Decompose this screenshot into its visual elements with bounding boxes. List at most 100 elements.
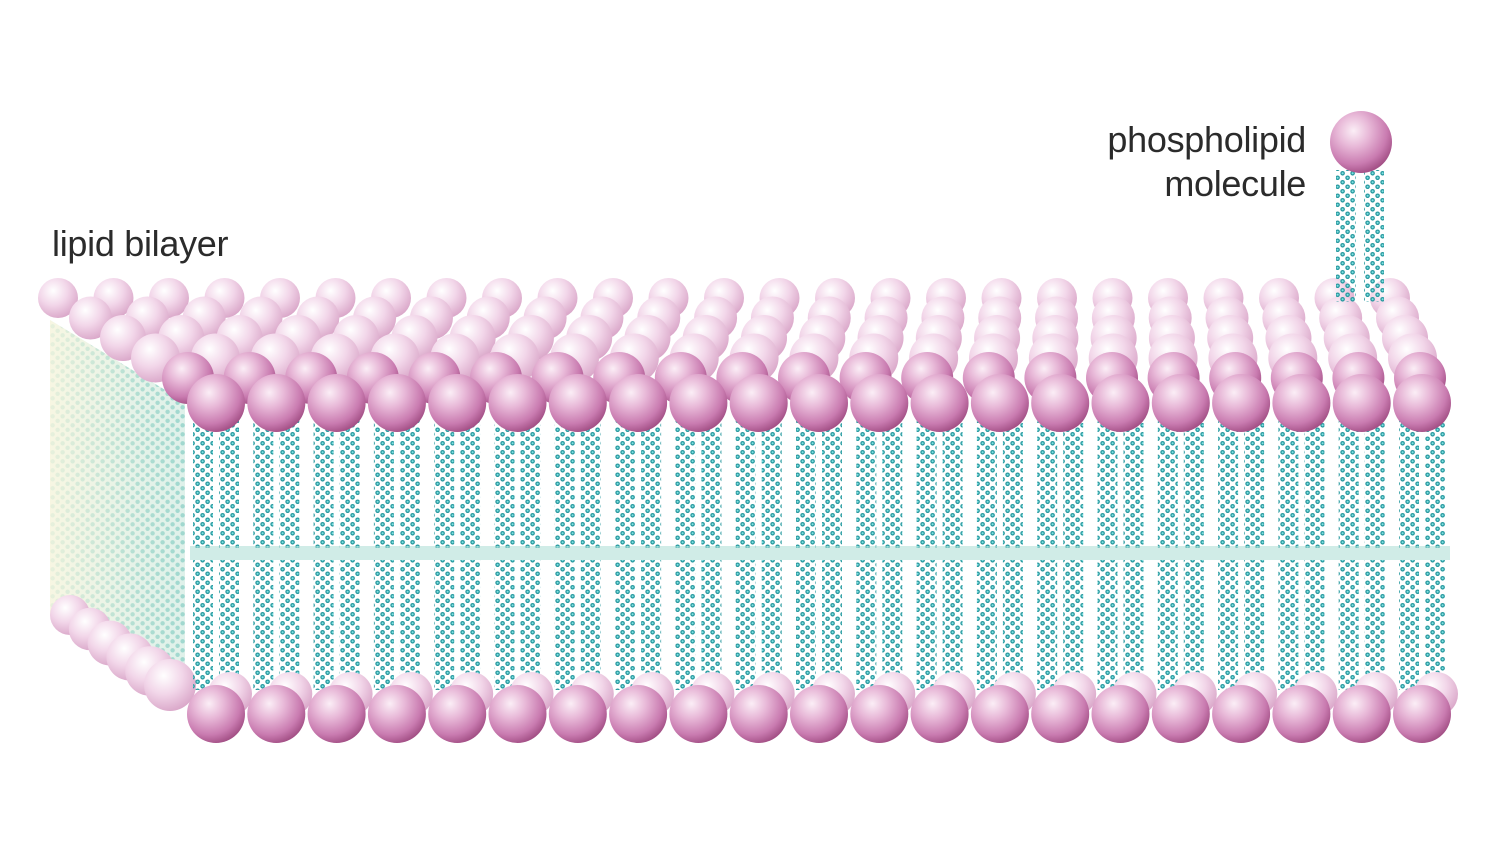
fatty-acid-tail-icon [822,420,842,548]
phosphate-head-icon [488,685,547,743]
fatty-acid-tail-icon [313,560,334,690]
phosphate-head-icon [1212,685,1271,743]
fatty-acid-tail-icon [882,560,903,690]
fatty-acid-tail-icon [796,560,816,690]
phosphate-head-icon [1031,374,1090,432]
fatty-acid-tail-icon [279,560,300,690]
phosphate-head-icon [1031,685,1090,743]
phosphate-head-icon [609,374,668,432]
fatty-acid-tail-icon [1218,560,1239,690]
phosphate-head-icon [1151,374,1210,432]
phosphate-head-icon [1212,374,1271,432]
phosphate-head-icon [790,374,848,432]
fatty-acid-tail-icon [219,420,239,548]
hydrophobic-core [190,420,1450,690]
fatty-acid-tail-icon [1097,420,1118,548]
phosphate-head-icon [609,685,668,743]
fatty-acid-tail-icon [1278,420,1299,548]
fatty-acid-tail-icon [856,420,877,548]
phosphate-head-icon [488,374,547,432]
phosphate-head-icon [910,374,969,432]
phospholipid-label-line2: molecule [1164,163,1306,204]
fatty-acid-tail-icon [942,560,963,690]
fatty-acid-tail-icon [494,420,515,548]
fatty-acid-tail-icon [1304,420,1325,548]
fatty-acid-tail-icon [615,560,636,690]
phosphate-head-icon [790,685,848,743]
fatty-acid-tail-icon [313,420,334,548]
fatty-acid-tail-icon [193,420,213,548]
fatty-acid-tail-icon [279,420,300,548]
phosphate-head-icon [247,374,306,432]
fatty-acid-tail-icon [1002,420,1023,548]
fatty-acid-tail-icon [339,420,360,548]
fatty-acid-tail-icon [1037,560,1058,690]
fatty-acid-tail-icon [1037,420,1058,548]
phosphate-head-icon [1272,685,1331,743]
phosphate-head-icon [669,685,728,743]
fatty-acid-tail-icon [701,420,722,548]
phosphate-head-icon [247,685,306,743]
phosphate-head-icon [669,374,728,432]
fatty-acid-tail-icon [882,420,903,548]
fatty-acid-tail-icon [554,560,575,690]
fatty-acid-tail-icon [916,420,937,548]
fatty-acid-tail-icon [1399,560,1419,690]
fatty-acid-tail-icon [1097,560,1118,690]
phospholipid-icon [1330,111,1392,302]
fatty-acid-tail-icon [1338,560,1359,690]
fatty-acid-tail-icon [1157,560,1178,690]
fatty-acid-tail-icon [399,420,420,548]
fatty-acid-tail-icon [460,420,481,548]
phosphate-head-icon [307,374,366,432]
fatty-acid-tail-icon [761,560,782,690]
fatty-acid-tail-icon [675,560,696,690]
fatty-acid-tail-icon [520,420,541,548]
fatty-acid-tail-icon [1338,420,1359,548]
phosphate-head-icon [38,278,78,318]
fatty-acid-tail-icon [1063,560,1084,690]
phosphate-head-icon [144,659,196,711]
fatty-acid-tail-icon [399,560,420,690]
fatty-acid-tail-icon [1425,420,1445,548]
fatty-acid-tail-icon [1364,420,1385,548]
front-bottom-heads [187,672,1458,743]
fatty-acid-tail-icon [253,420,274,548]
fatty-acid-tail-icon [1157,420,1178,548]
fatty-acid-tail-icon [580,420,601,548]
phosphate-head-icon [1272,374,1331,432]
fatty-acid-tail-icon [701,560,722,690]
fatty-acid-tail-icon [1218,420,1239,548]
phosphate-head-icon [69,296,112,340]
fatty-acid-tail-icon [641,560,662,690]
fatty-acid-tail-icon [339,560,360,690]
phosphate-head-icon [729,374,788,432]
fatty-acid-tail-icon [434,560,455,690]
fatty-acid-tail-icon [916,560,937,690]
fatty-acid-tail-icon [1183,420,1204,548]
lipid-bilayer-label: lipid bilayer [52,223,229,264]
phosphate-head-icon [428,374,487,432]
fatty-acid-tail-icon [1278,560,1299,690]
phosphate-head-icon [1332,685,1391,743]
phosphate-head-icon [1091,685,1150,743]
phosphate-head-icon [367,374,426,432]
fatty-acid-tail-icon [1304,560,1325,690]
phosphate-head-icon [970,374,1029,432]
fatty-acid-tail-icon [1336,170,1356,302]
fatty-acid-tail-icon [580,560,601,690]
phosphate-head-icon [1393,685,1451,743]
fatty-acid-tail-icon [1123,560,1144,690]
fatty-acid-tail-icon [1399,420,1419,548]
fatty-acid-tail-icon [976,560,997,690]
phosphate-head-icon [1091,374,1150,432]
bottom-back-heads [50,595,196,711]
fatty-acid-tail-icon [520,560,541,690]
fatty-acid-tail-icon [1425,560,1445,690]
phospholipid-label-line1: phospholipid [1107,119,1306,160]
fatty-acid-tail-icon [373,420,394,548]
fatty-acid-tail-icon [942,420,963,548]
phosphate-head-icon [307,685,366,743]
phosphate-head-icon [187,374,245,432]
